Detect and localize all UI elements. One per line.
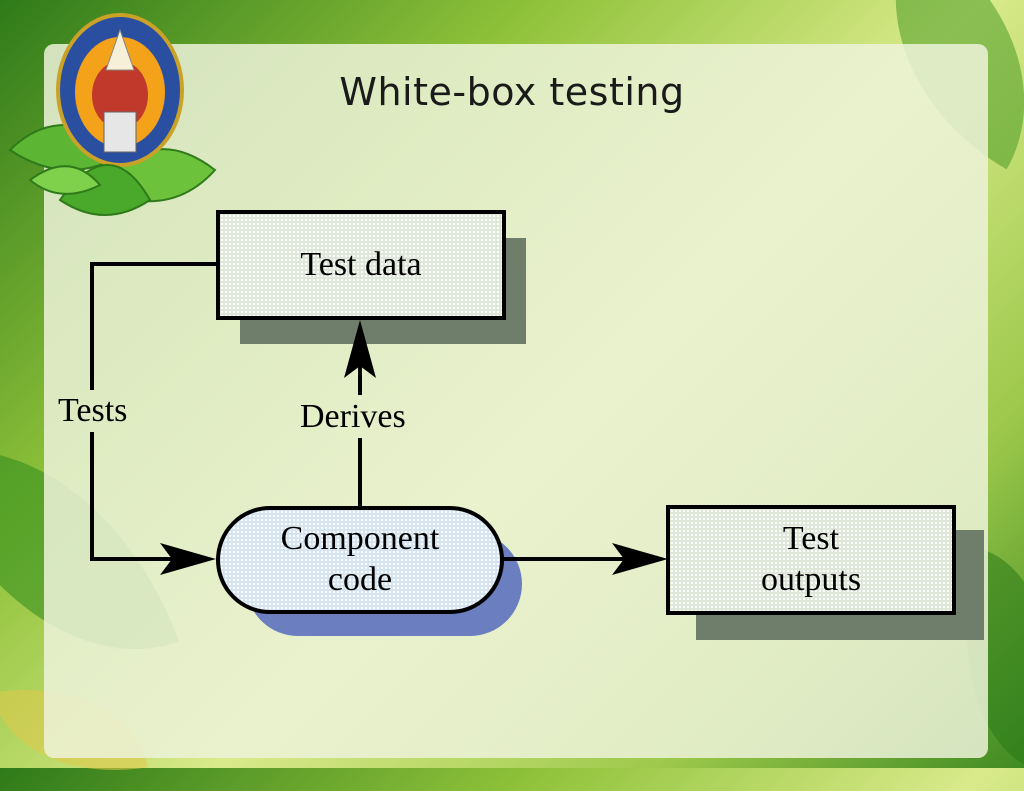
test-outputs-label-line1: Test (783, 519, 839, 560)
tests-edge-label: Tests (58, 392, 127, 430)
test-outputs-label-line2: outputs (761, 560, 861, 601)
component-code-label-line2: code (328, 560, 392, 601)
component-code-label-line1: Component (281, 519, 440, 560)
diagram-connectors (0, 0, 1024, 768)
component-code-node: Component code (216, 506, 504, 614)
test-outputs-box: Test outputs (666, 505, 956, 615)
test-data-box: Test data (216, 210, 506, 320)
derives-edge-label: Derives (300, 398, 406, 436)
test-data-label: Test data (300, 245, 421, 286)
